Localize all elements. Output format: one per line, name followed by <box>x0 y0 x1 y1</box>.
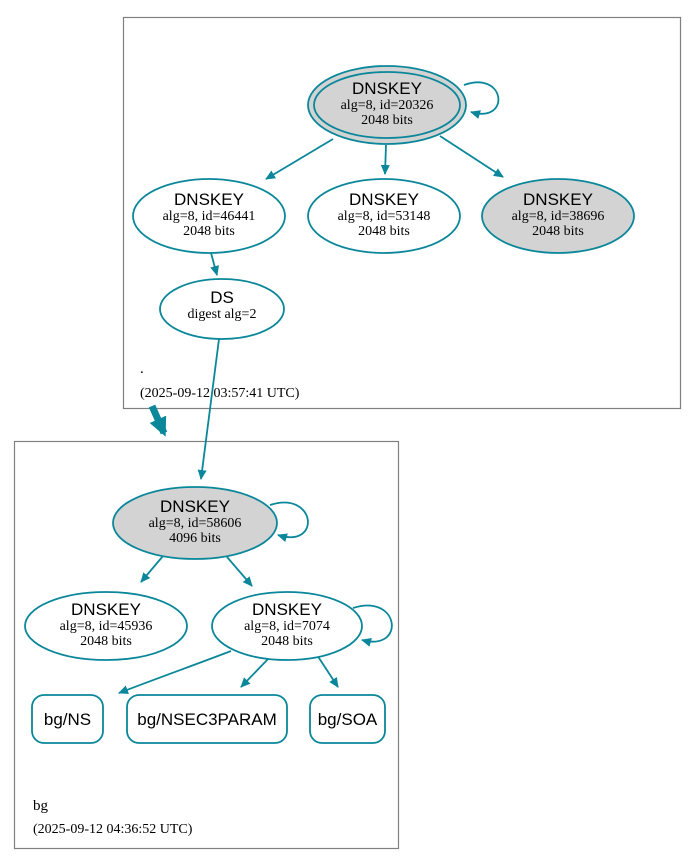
node-bits: 4096 bits <box>169 531 221 546</box>
zone-label-bg: bg <box>33 798 49 814</box>
ds-ellipse[interactable] <box>159 278 285 340</box>
node-detail: alg=8, id=53148 <box>338 209 431 224</box>
node-detail: alg=8, id=38696 <box>512 209 605 224</box>
rrset-bg-soa-rect[interactable] <box>309 694 386 744</box>
node-dnskey-58606-ksk[interactable]: DNSKEY alg=8, id=58606 4096 bits <box>112 486 278 560</box>
edge-dnskey-20326-to-53148 <box>380 144 390 175</box>
edge-zone-delegation-root-to-bg <box>148 404 168 437</box>
edge-dnskey-20326-to-38696 <box>439 135 504 178</box>
rrset-label: bg/NS <box>44 710 91 729</box>
node-bits: 2048 bits <box>358 224 410 239</box>
zone-timestamp-root: (2025-09-12 03:57:41 UTC) <box>140 386 300 401</box>
node-detail: alg=8, id=45936 <box>60 619 153 634</box>
rrset-bg-nsec3param-rect[interactable] <box>126 694 288 744</box>
node-title: DNSKEY <box>160 497 230 516</box>
node-title: DNSKEY <box>71 600 141 619</box>
node-dnskey-38696[interactable]: DNSKEY alg=8, id=38696 2048 bits <box>481 178 635 254</box>
dnskey-7074-ellipse[interactable] <box>211 591 363 661</box>
node-detail: alg=8, id=58606 <box>149 516 242 531</box>
node-title: DNSKEY <box>523 190 593 209</box>
zone-box-root <box>122 16 682 410</box>
node-dnskey-46441[interactable]: DNSKEY alg=8, id=46441 2048 bits <box>132 178 286 254</box>
dnskey-46441-ellipse[interactable] <box>132 178 286 254</box>
rrset-label: bg/SOA <box>318 710 378 729</box>
node-rrset-bg-ns[interactable]: bg/NS <box>31 694 104 744</box>
node-dnskey-45936[interactable]: DNSKEY alg=8, id=45936 2048 bits <box>24 591 188 661</box>
edge-ds-to-dnskey-58606 <box>197 338 220 480</box>
edge-dnskey-7074-to-soa <box>316 654 339 688</box>
node-dnskey-20326-ksk[interactable]: DNSKEY alg=8, id=20326 2048 bits <box>307 65 467 145</box>
edge-dnskey-20326-to-46441 <box>265 138 334 180</box>
zone-label-root: . <box>140 361 144 377</box>
node-title: DS <box>210 288 234 307</box>
edge-dnskey-58606-to-45936 <box>140 555 164 583</box>
node-rrset-bg-soa[interactable]: bg/SOA <box>309 694 386 744</box>
rrset-bg-ns-rect[interactable] <box>31 694 104 744</box>
dnskey-20326-inner-ellipse <box>313 71 461 139</box>
zone-timestamp-bg: (2025-09-12 04:36:52 UTC) <box>33 822 193 837</box>
rrset-label: bg/NSEC3PARAM <box>137 710 277 729</box>
edge-dnskey-58606-to-7074 <box>226 556 253 587</box>
node-bits: 2048 bits <box>80 634 132 649</box>
node-bits: 2048 bits <box>183 224 235 239</box>
node-detail: digest alg=2 <box>188 307 257 322</box>
edge-dnskey-20326-self-sign <box>463 81 500 119</box>
node-ds-root-bg[interactable]: DS digest alg=2 <box>159 278 285 340</box>
dnskey-58606-ellipse[interactable] <box>112 486 278 560</box>
node-detail: alg=8, id=20326 <box>341 98 434 113</box>
node-rrset-bg-nsec3param[interactable]: bg/NSEC3PARAM <box>126 694 288 744</box>
node-title: DNSKEY <box>349 190 419 209</box>
node-bits: 2048 bits <box>532 224 584 239</box>
dnskey-38696-ellipse[interactable] <box>481 178 635 254</box>
edge-dnskey-7074-self-sign <box>352 604 393 647</box>
edge-dnskey-46441-to-ds <box>210 252 219 276</box>
dnskey-53148-ellipse[interactable] <box>307 178 461 254</box>
node-title: DNSKEY <box>252 600 322 619</box>
node-bits: 2048 bits <box>361 113 413 128</box>
edge-dnskey-7074-to-nsec3param <box>240 657 270 688</box>
edge-dnskey-7074-to-ns <box>118 650 232 694</box>
edge-dnskey-58606-self-sign <box>269 501 309 543</box>
node-detail: alg=8, id=46441 <box>163 209 256 224</box>
node-dnskey-53148[interactable]: DNSKEY alg=8, id=53148 2048 bits <box>307 178 461 254</box>
node-bits: 2048 bits <box>261 634 313 649</box>
node-dnskey-7074[interactable]: DNSKEY alg=8, id=7074 2048 bits <box>211 591 363 661</box>
node-title: DNSKEY <box>352 79 422 98</box>
node-title: DNSKEY <box>174 190 244 209</box>
dnskey-45936-ellipse[interactable] <box>24 591 188 661</box>
node-detail: alg=8, id=7074 <box>244 619 330 634</box>
